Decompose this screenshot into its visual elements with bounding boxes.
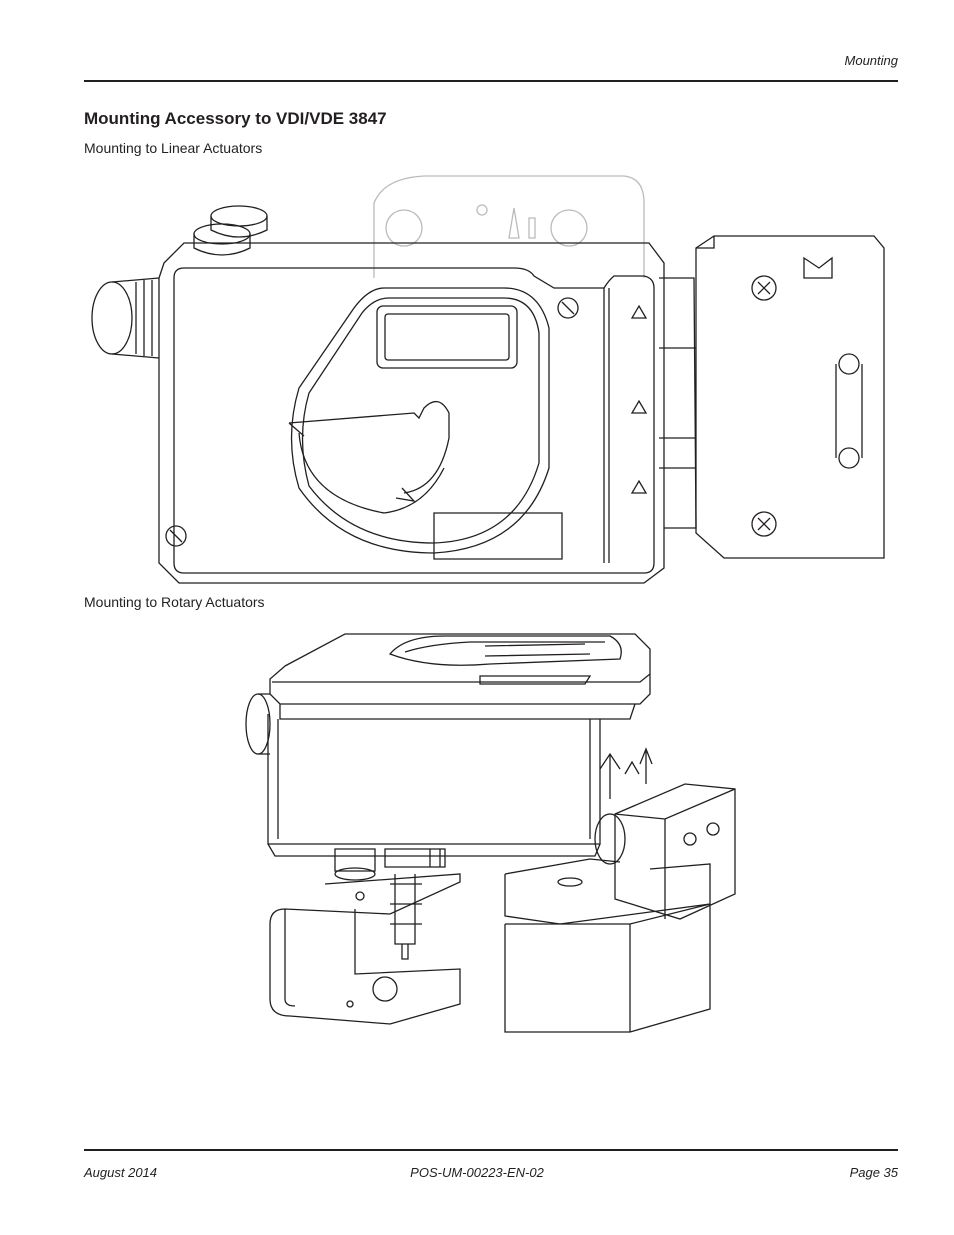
rotary-actuator-illustration [230,624,750,1044]
running-header: Mounting [844,53,898,68]
linear-actuator-illustration [84,168,898,588]
rotary-figure-caption: Mounting to Rotary Actuators [84,594,265,610]
footer-rule [84,1149,898,1151]
footer-page-number: Page 35 [849,1165,898,1180]
section-title: Mounting Accessory to VDI/VDE 3847 [84,109,387,128]
footer-date: August 2014 [84,1165,158,1180]
footer-doc-number: POS-UM-00223-EN-02 [410,1165,544,1180]
header-rule [84,80,898,82]
linear-figure-caption: Mounting to Linear Actuators [84,140,263,156]
